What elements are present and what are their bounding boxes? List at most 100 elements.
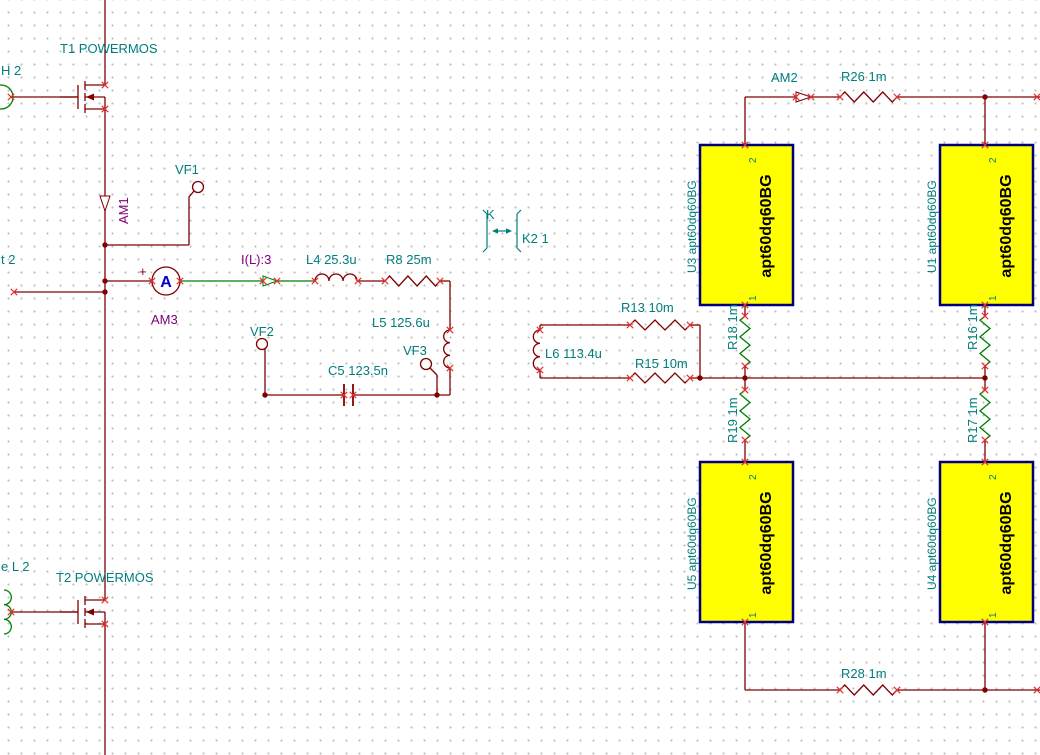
u3-pin1: 1 [748,295,759,301]
u1-pin1: 1 [988,295,999,301]
u4-pin1: 1 [988,612,999,618]
am1-label: AM1 [116,197,131,224]
pin-marker [176,277,184,285]
r18-label: R18 1m [725,304,740,350]
u5-ref-label: U5 apt60dq60BG [685,497,699,590]
pin-marker [981,618,989,626]
edge-label-bottom-left: e L 2 [1,559,29,574]
pin-marker [686,321,694,329]
vf3-probe[interactable] [419,357,438,376]
module-u5[interactable] [698,460,795,624]
u4-pin2: 2 [988,474,999,480]
pin-marker [741,141,749,149]
t2-label: T2 POWERMOS [56,570,154,585]
resistor-r13-symbol[interactable] [629,319,691,331]
u1-part-label: apt60dq60BG [998,174,1015,277]
inductor-l5-symbol[interactable] [443,329,451,369]
pin-marker [836,686,844,694]
am2-ammeter[interactable] [795,91,813,103]
junction-dot [102,278,108,284]
pin-marker [1033,93,1040,101]
u5-part-label: apt60dq60BG [758,491,775,594]
k-label: K [486,207,495,222]
pin-marker [741,436,749,444]
edge-label-mid-left: t 2 [1,252,15,267]
pin-marker [741,458,749,466]
inductor-l4-symbol[interactable] [314,273,358,282]
r28-label: R28 1m [841,666,887,681]
l5-label: L5 125.6u [372,315,430,330]
junction-dot [982,375,988,381]
u3-ref-label: U3 apt60dq60BG [685,180,699,273]
junction-dot [982,687,988,693]
edge-source-top[interactable] [0,84,14,110]
pin-marker [792,93,800,101]
t1-mosfet[interactable] [60,81,106,113]
resistor-r18-symbol[interactable] [738,315,752,367]
l6-label: L6 113.4u [545,346,602,361]
pin-marker [536,326,544,334]
junction-dot [697,375,703,381]
pin-marker [981,458,989,466]
u3-part-label: apt60dq60BG [758,174,775,277]
l4-label: L4 25.3u [306,252,357,267]
ammeter-letter: A [160,274,172,291]
module-u4[interactable] [938,460,1035,624]
resistor-r26-symbol[interactable] [839,91,898,103]
r26-label: R26 1m [841,69,887,84]
resistor-r15-symbol[interactable] [629,372,691,384]
pin-marker [7,93,15,101]
junction-dot [102,289,108,295]
pin-marker [686,374,694,382]
pin-marker [626,321,634,329]
k2-coupling[interactable] [482,209,522,253]
vf2-probe[interactable] [255,337,269,354]
resistor-r28-symbol[interactable] [839,684,898,696]
pin-marker [981,436,989,444]
pin-marker [893,93,901,101]
t2-mosfet[interactable] [60,596,106,628]
pin-marker [981,141,989,149]
pin-marker [741,386,749,394]
resistor-r17-symbol[interactable] [978,389,992,441]
pin-marker [981,301,989,309]
pin-marker [7,608,15,616]
resistor-r16-symbol[interactable] [978,315,992,367]
pin-marker [381,277,389,285]
u1-ref-label: U1 apt60dq60BG [925,180,939,273]
resistor-r19-symbol[interactable] [738,389,752,441]
il3-current-probe[interactable] [262,275,279,287]
u4-part-label: apt60dq60BG [998,491,1015,594]
pin-marker [741,362,749,370]
pin-marker [446,326,454,334]
pin-marker [101,620,109,628]
inductor-l6-symbol[interactable] [532,329,541,371]
r17-label: R17 1m [965,397,980,443]
junction-dot [262,392,268,398]
pin-marker [311,277,319,285]
am2-label: AM2 [771,70,798,85]
junction-dot [102,242,108,248]
module-u1[interactable] [938,143,1035,307]
pin-marker [10,288,18,296]
u4-ref-label: U4 apt60dq60BG [925,497,939,590]
r19-label: R19 1m [725,397,740,443]
am1-ammeter[interactable] [99,195,111,213]
resistor-r8-symbol[interactable] [384,275,441,287]
pin-marker [741,301,749,309]
r16-label: R16 1m [965,304,980,350]
pin-marker [259,277,267,285]
junction-dot [742,375,748,381]
module-u3[interactable] [698,143,795,307]
vf3-label: VF3 [403,343,427,358]
r15-label: R15 10m [635,356,688,371]
c5-capacitor[interactable] [343,384,354,406]
pin-marker [436,277,444,285]
pin-marker [148,277,156,285]
junction-dot [982,94,988,100]
pin-marker [741,312,749,320]
pin-marker [893,686,901,694]
vf1-probe[interactable] [188,180,205,246]
u3-pin2: 2 [748,157,759,163]
